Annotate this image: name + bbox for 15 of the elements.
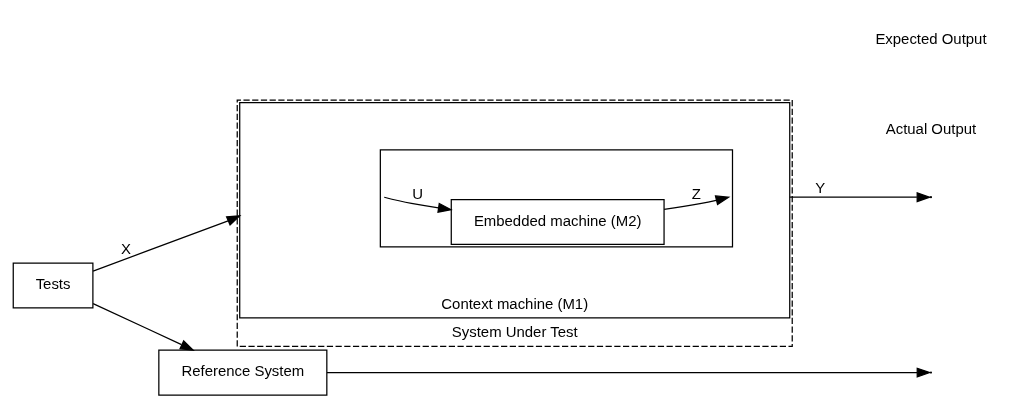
arrow bbox=[663, 195, 731, 210]
arrow bbox=[383, 196, 453, 213]
node-box: Reference System bbox=[158, 349, 328, 396]
edge-label: Y bbox=[815, 178, 826, 196]
arrow bbox=[789, 191, 932, 203]
edge-label: Z bbox=[691, 185, 701, 203]
arrow bbox=[326, 367, 932, 378]
edge-label: U bbox=[412, 185, 424, 203]
label: Expected Output bbox=[875, 30, 987, 48]
label: Actual Output bbox=[885, 119, 977, 137]
arrow bbox=[92, 302, 195, 351]
node-box: Embedded machine (M2) bbox=[450, 199, 665, 246]
node-box: Tests bbox=[12, 262, 94, 309]
edge-label: X bbox=[120, 239, 131, 257]
arrow bbox=[92, 215, 242, 272]
